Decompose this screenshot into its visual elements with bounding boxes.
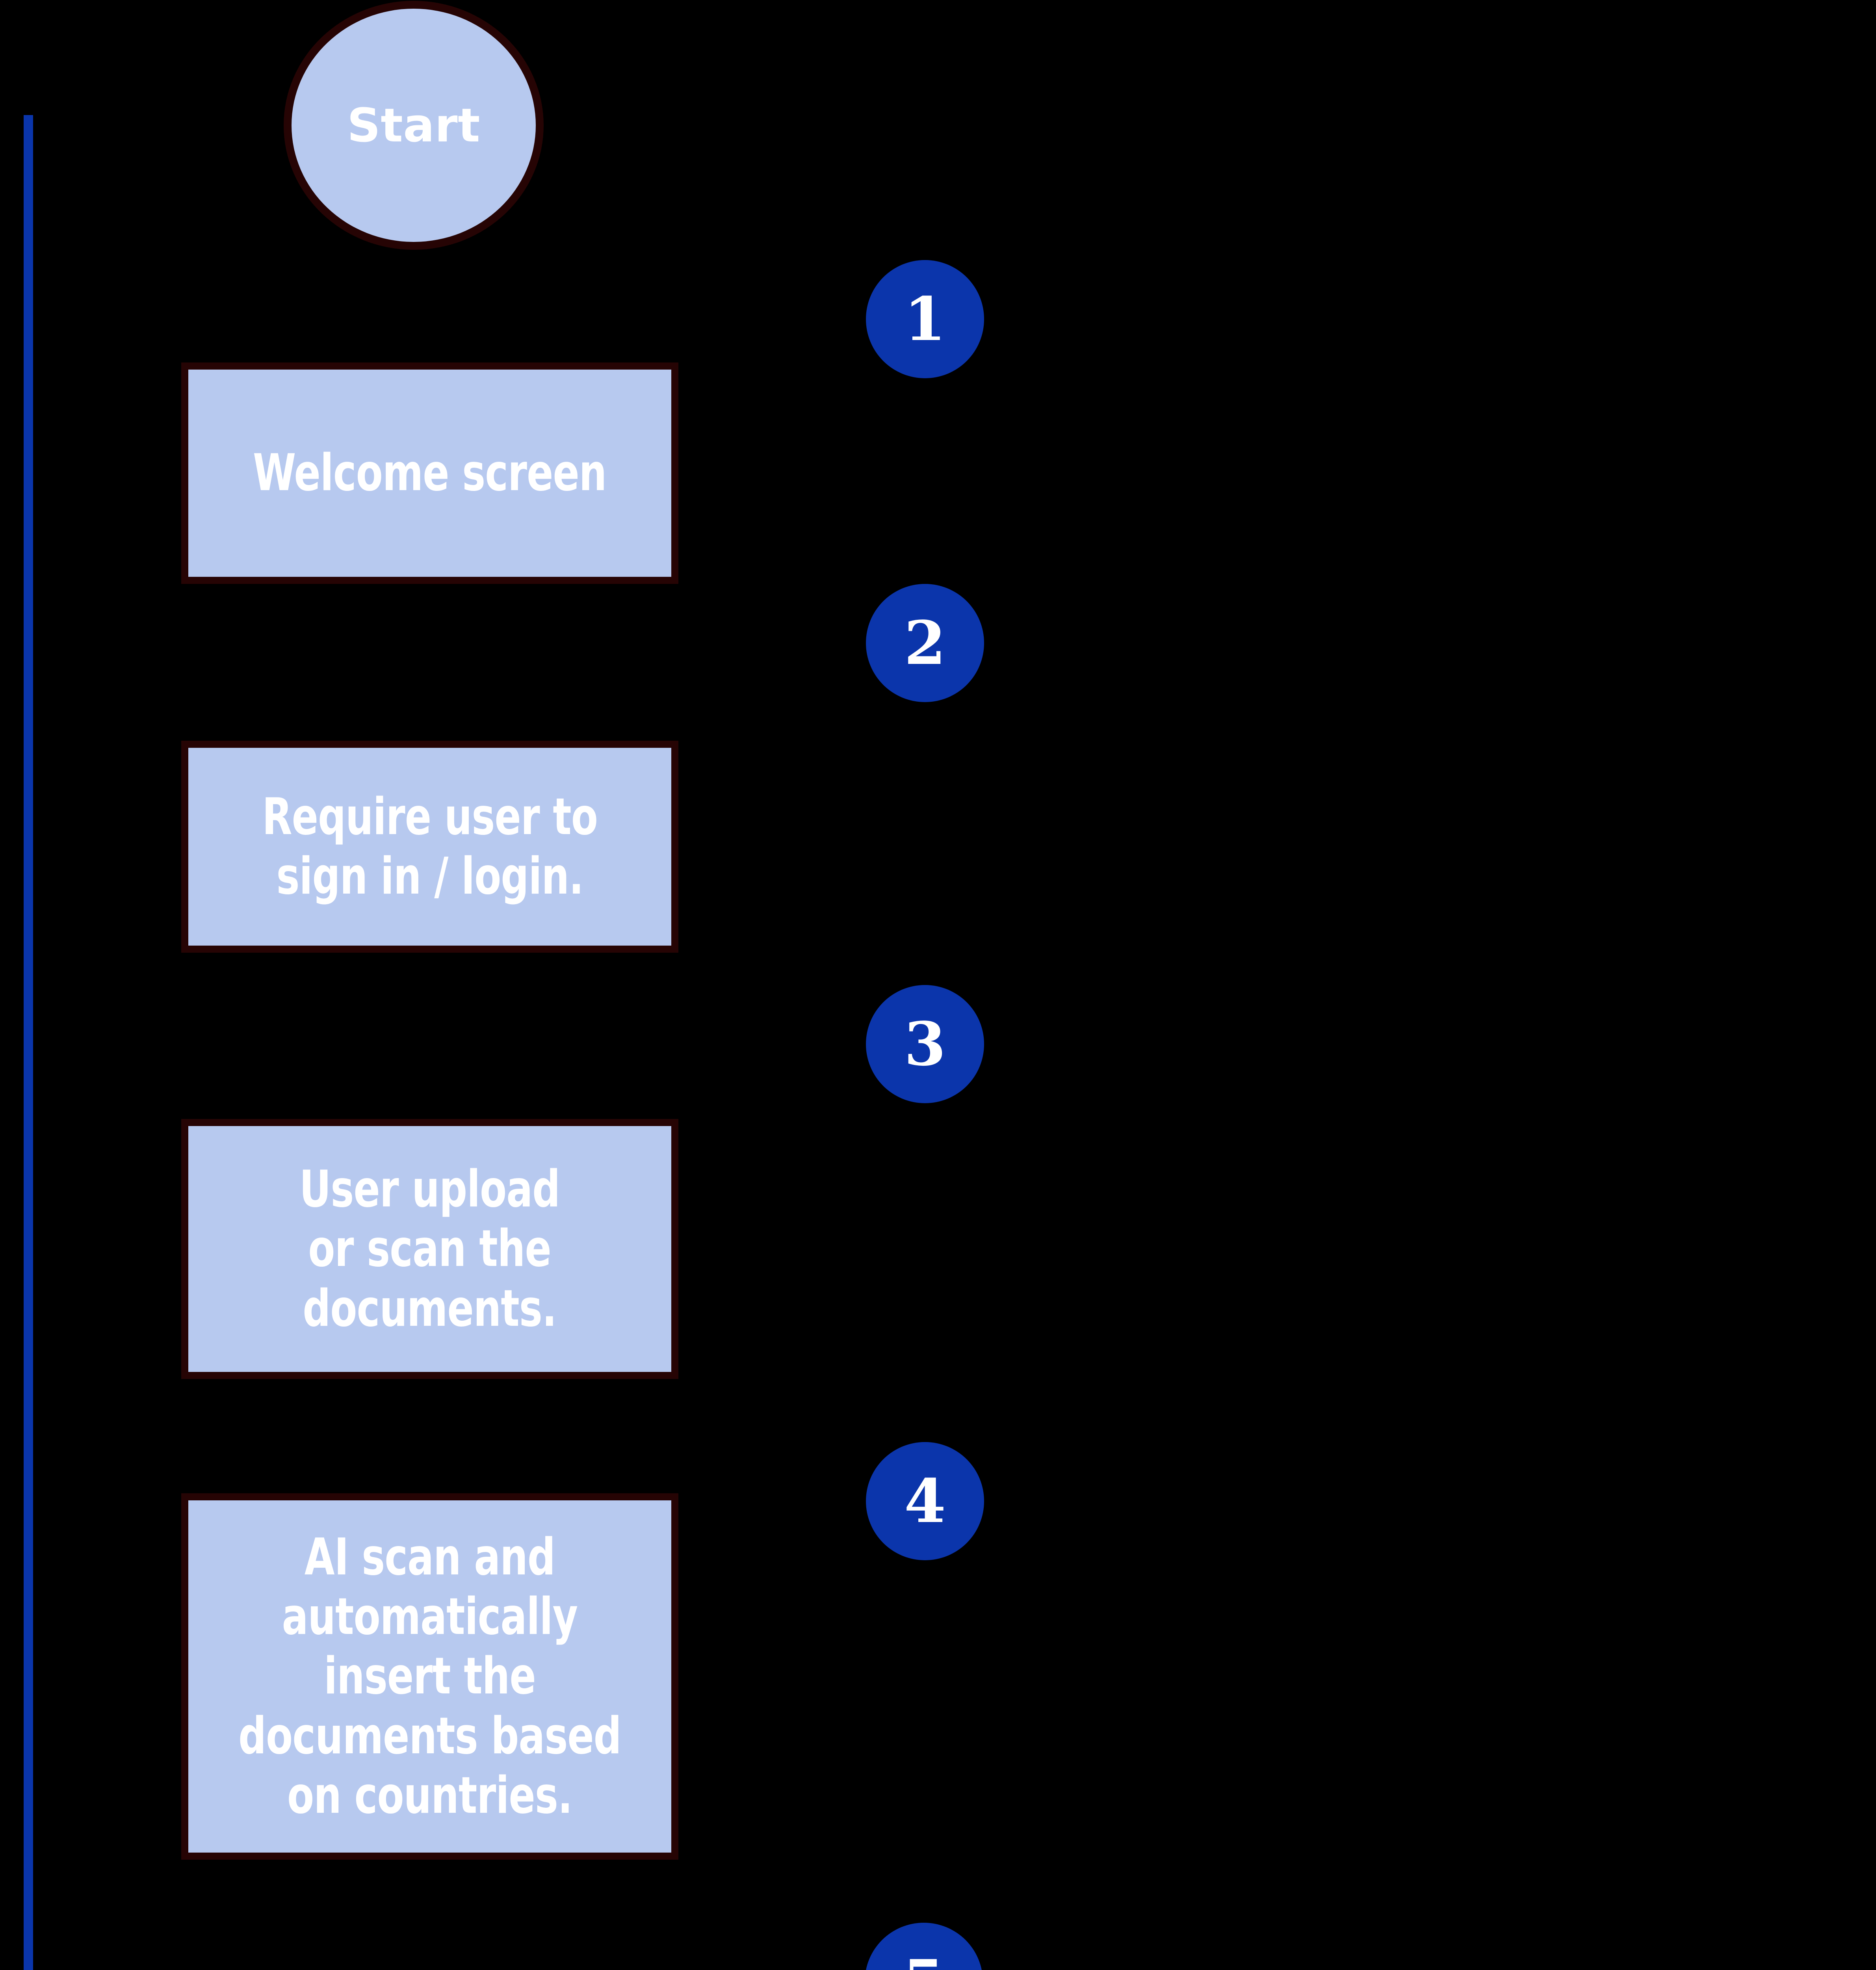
process-node-2[interactable]: Require user to sign in / login.	[181, 741, 678, 953]
process-node-4-label: AI scan and automatically insert the doc…	[238, 1528, 622, 1825]
process-node-3-label: User upload or scan the documents.	[299, 1160, 560, 1338]
process-node-1-label: Welcome screen	[253, 444, 607, 503]
step-badge-3[interactable]: 3	[866, 985, 984, 1103]
start-node[interactable]: Start	[284, 1, 544, 250]
step-badge-2-label: 2	[904, 608, 946, 678]
step-badge-3-label: 3	[904, 1009, 946, 1079]
flow-arrow-shaft	[24, 115, 33, 1970]
start-node-label: Start	[347, 98, 481, 152]
process-node-1[interactable]: Welcome screen	[181, 362, 678, 584]
step-badge-4-label: 4	[904, 1466, 946, 1536]
step-badge-2[interactable]: 2	[866, 584, 984, 702]
step-badge-1-label: 1	[904, 284, 946, 354]
process-node-4[interactable]: AI scan and automatically insert the doc…	[181, 1493, 678, 1860]
step-badge-5-label: 5	[903, 1952, 945, 1970]
process-node-2-label: Require user to sign in / login.	[262, 787, 598, 906]
step-badge-5[interactable]: 5	[865, 1923, 983, 1970]
step-badge-4[interactable]: 4	[866, 1442, 984, 1560]
process-node-3[interactable]: User upload or scan the documents.	[181, 1119, 678, 1379]
step-badge-1[interactable]: 1	[866, 260, 984, 378]
